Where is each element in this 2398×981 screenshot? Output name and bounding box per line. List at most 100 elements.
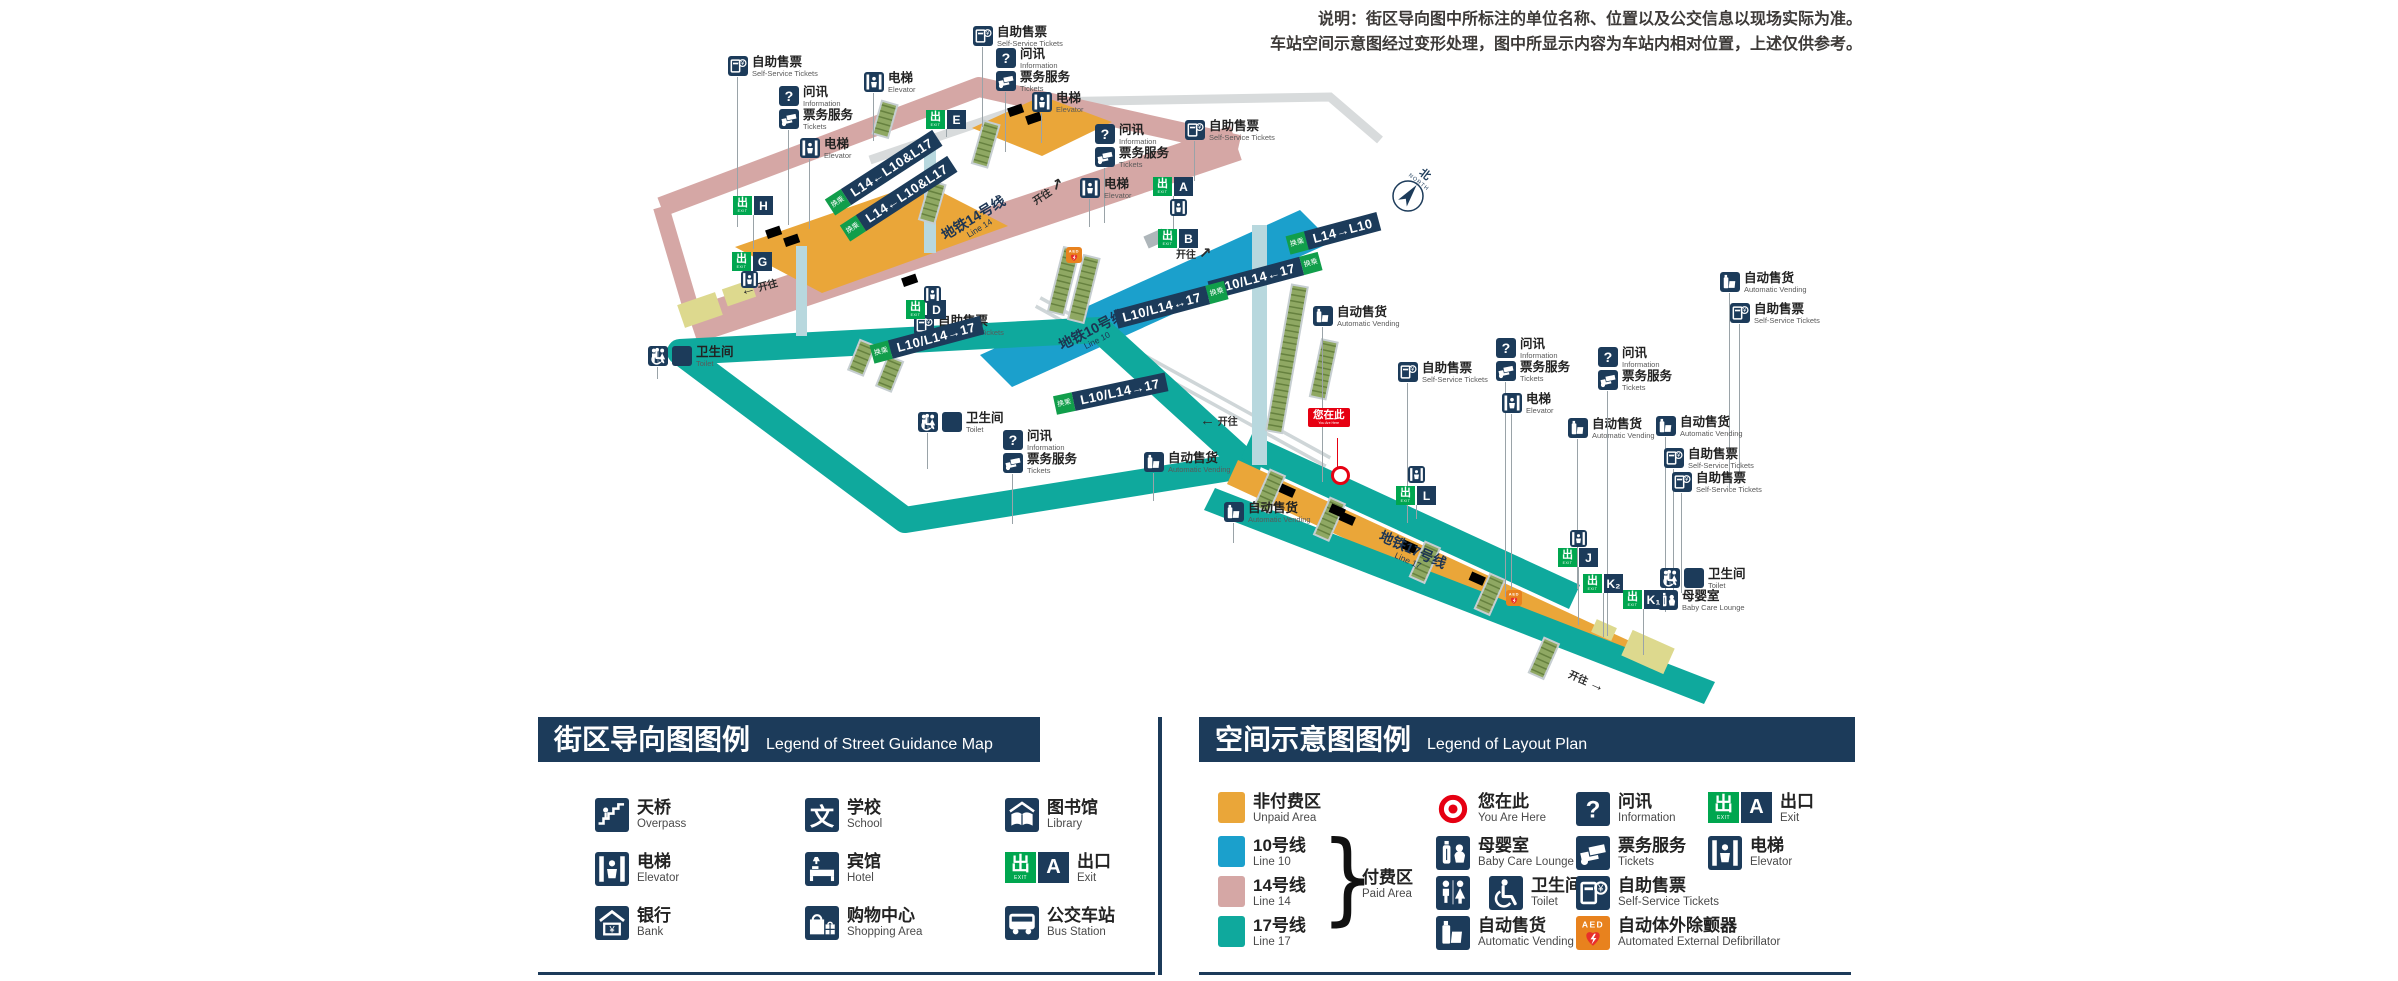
leader-line — [1407, 383, 1408, 523]
overpass-icon — [595, 798, 629, 832]
leader-line — [1673, 469, 1674, 604]
elevator-icon — [864, 72, 884, 92]
elevator-icon — [1502, 393, 1522, 413]
svg-text:¥: ¥ — [1411, 367, 1415, 373]
direction-arrow-icon: → — [1586, 674, 1608, 696]
legend-divider — [1158, 717, 1162, 975]
svg-text:AED: AED — [1582, 919, 1604, 929]
leader-line — [1178, 248, 1179, 258]
line17-platform-band — [1204, 488, 1715, 704]
exit-letter: L — [1417, 486, 1436, 505]
svg-text:¥: ¥ — [1685, 477, 1689, 483]
leader-line — [1607, 391, 1608, 636]
selfservice-icon: ¥ — [1185, 120, 1205, 140]
tickets-icon — [1003, 453, 1023, 473]
leader-line — [982, 47, 983, 127]
info-icon: ? — [1003, 430, 1023, 450]
tickets-icon — [996, 71, 1016, 91]
leader-line — [1416, 505, 1417, 519]
elevator-icon — [1708, 836, 1742, 870]
leader-line — [1153, 473, 1154, 501]
elevator-icon — [1408, 466, 1425, 483]
legend-left-title-zh: 街区导向图图例 — [554, 724, 751, 755]
color-swatch — [1218, 836, 1245, 867]
color-swatch — [1218, 792, 1245, 823]
leader-line — [1012, 474, 1013, 524]
elevator-icon — [1170, 199, 1187, 216]
leader-line — [809, 159, 810, 229]
elevator-badge — [1170, 199, 1187, 221]
leader-line — [1643, 609, 1644, 655]
leader-line — [788, 130, 789, 225]
elevator-icon — [1032, 92, 1052, 112]
youhere-icon — [1436, 792, 1470, 826]
aed-badge: AED — [1506, 590, 1522, 611]
vending-icon — [1224, 502, 1244, 522]
aed-icon: AED — [1506, 590, 1522, 606]
exit-letter: J — [1579, 548, 1598, 567]
baby-icon — [1658, 590, 1678, 610]
elevator-icon — [1080, 178, 1100, 198]
vending-icon — [1313, 306, 1333, 326]
leader-line — [1104, 168, 1105, 223]
legend-right-header: 空间示意图图例 Legend of Layout Plan — [1199, 717, 1855, 762]
tickets-icon — [1496, 361, 1516, 381]
vending-icon — [1144, 452, 1164, 472]
svg-text:¥: ¥ — [1677, 453, 1681, 459]
direction-arrow-icon: ← — [1200, 412, 1215, 429]
leader-line — [1729, 293, 1730, 488]
exit-letter: K₁ — [1644, 590, 1663, 609]
hotel-icon — [805, 852, 839, 886]
leader-line — [1578, 567, 1579, 625]
selfservice-icon: ¥ — [1730, 303, 1750, 323]
svg-text:¥: ¥ — [1198, 125, 1202, 131]
svg-text:¥: ¥ — [986, 31, 990, 37]
leader-line — [946, 129, 947, 137]
leader-line — [1089, 199, 1090, 227]
elevator-icon — [1570, 530, 1587, 547]
